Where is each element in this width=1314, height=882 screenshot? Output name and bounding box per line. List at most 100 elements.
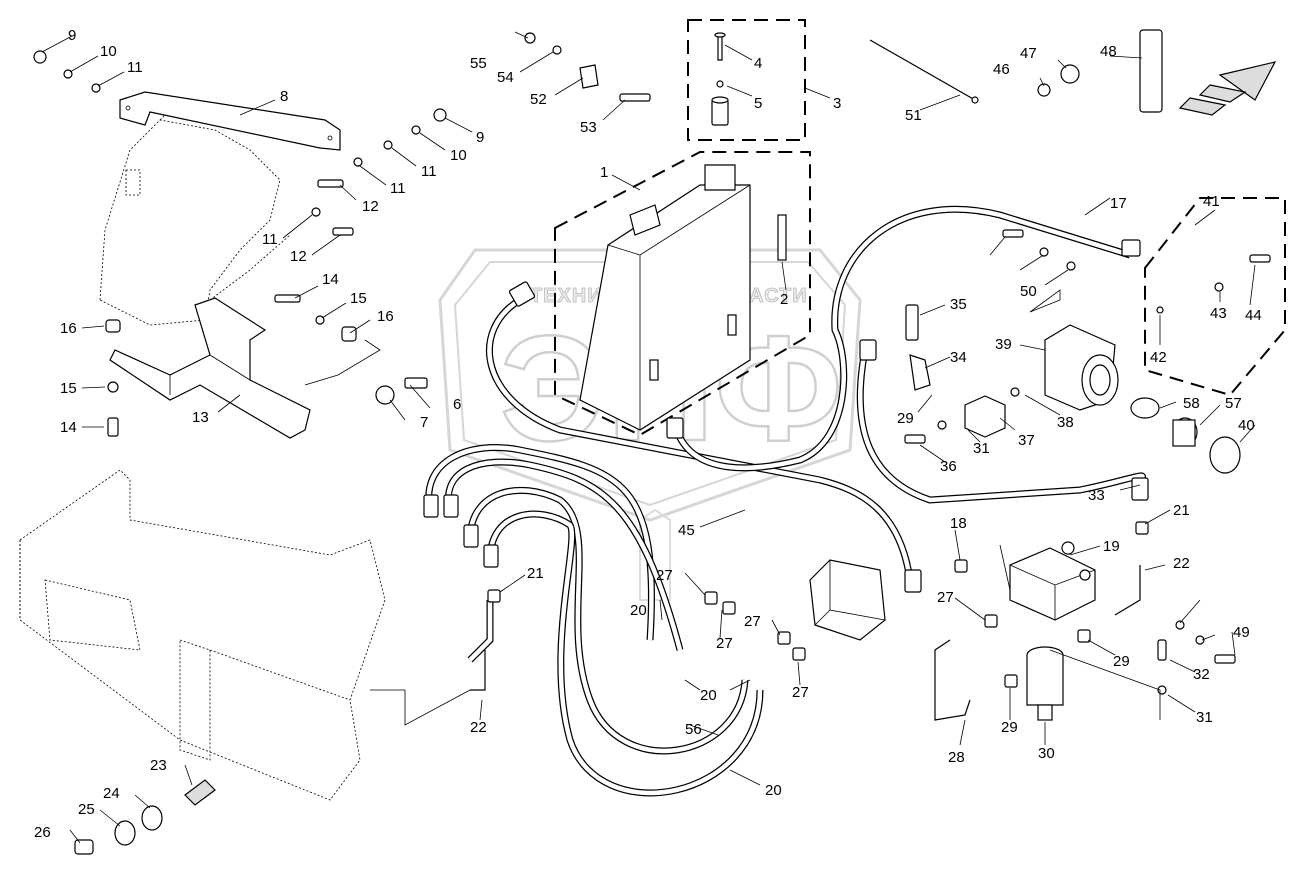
callout-44: 44 [1245, 307, 1262, 324]
callout-52: 52 [530, 91, 547, 108]
callout-48: 48 [1100, 43, 1117, 60]
callout-24: 24 [103, 785, 120, 802]
callout-20: 20 [630, 602, 647, 619]
callout-29b: 29 [1113, 653, 1130, 670]
o-ring-40 [1209, 436, 1241, 474]
control-valve-block [809, 559, 886, 641]
callout-21b: 21 [1173, 502, 1190, 519]
pump-39 [1044, 324, 1119, 411]
bracket-8 [119, 91, 341, 151]
callout-20b: 20 [700, 687, 717, 704]
callout-27c: 27 [744, 613, 761, 630]
callout-15b: 15 [60, 380, 77, 397]
callout-18: 18 [950, 515, 967, 532]
callout-16: 16 [377, 308, 394, 325]
callout-19: 19 [1103, 538, 1120, 555]
callout-15: 15 [350, 290, 367, 307]
callout-6: 6 [453, 396, 461, 413]
callout-7: 7 [420, 414, 428, 431]
callout-54: 54 [497, 69, 514, 86]
callout-57: 57 [1225, 395, 1242, 412]
callout-47: 47 [1020, 45, 1037, 62]
callout-27: 27 [656, 567, 673, 584]
callout-10: 10 [100, 43, 117, 60]
callout-42: 42 [1150, 349, 1167, 366]
bracket-13 [109, 297, 311, 439]
callout-27e: 27 [937, 589, 954, 606]
tractor-body-outline [99, 109, 291, 326]
callout-17: 17 [1110, 195, 1127, 212]
group-3-cap-box [687, 19, 806, 141]
coupler-23-26 [74, 779, 216, 855]
pipe-28 [934, 639, 971, 721]
callout-8: 8 [280, 88, 288, 105]
callout-50: 50 [1020, 283, 1037, 300]
callout-26: 26 [34, 824, 51, 841]
callout-39: 39 [995, 336, 1012, 353]
callout-38: 38 [1057, 414, 1074, 431]
coupler-57 [1172, 417, 1198, 447]
callout-56: 56 [685, 721, 702, 738]
callout-41: 41 [1203, 193, 1220, 210]
filler-cap-3 [711, 32, 729, 126]
callout-22: 22 [470, 719, 487, 736]
callout-34: 34 [950, 349, 967, 366]
block-31 [964, 395, 1006, 438]
callout-32: 32 [1193, 666, 1210, 683]
callout-28: 28 [948, 749, 965, 766]
callout-9: 9 [68, 27, 76, 44]
callout-22b: 22 [1173, 555, 1190, 572]
callout-2: 2 [780, 291, 788, 308]
callout-14b: 14 [60, 419, 77, 436]
callout-11d: 11 [262, 231, 278, 248]
callout-12b: 12 [290, 248, 307, 265]
callout-29c: 29 [1001, 719, 1018, 736]
callout-12: 12 [362, 198, 379, 215]
callout-46: 46 [993, 61, 1010, 78]
callout-43: 43 [1210, 305, 1227, 322]
callout-25: 25 [78, 801, 95, 818]
callout-27d: 27 [792, 684, 809, 701]
callout-16b: 16 [60, 320, 77, 337]
callout-30: 30 [1038, 745, 1055, 762]
chassis-frame [19, 469, 386, 801]
callout-40: 40 [1238, 417, 1255, 434]
callout-31: 31 [973, 440, 990, 457]
callout-labels: 1 2 3 4 5 6 7 8 9 10 11 9 10 11 11 12 11… [34, 27, 1262, 841]
valve-block-19 [1009, 541, 1096, 621]
callout-51: 51 [905, 107, 922, 124]
pipe-22-left [470, 650, 486, 691]
callout-3: 3 [833, 95, 841, 112]
callout-11b: 11 [421, 163, 437, 180]
callout-27b: 27 [716, 635, 733, 652]
callout-13: 13 [192, 409, 209, 426]
callout-36: 36 [940, 458, 957, 475]
callout-4: 4 [754, 55, 762, 72]
callout-5: 5 [754, 95, 762, 112]
hose-bundle [425, 205, 1146, 797]
group-1-tank-box [554, 151, 811, 437]
callout-35: 35 [950, 296, 967, 313]
callout-10b: 10 [450, 147, 467, 164]
callout-45: 45 [678, 522, 695, 539]
callout-33: 33 [1088, 487, 1105, 504]
callout-9b: 9 [476, 129, 484, 146]
fitting-34-35 [905, 304, 931, 391]
callout-11: 11 [127, 59, 143, 76]
hose-fittings [423, 239, 1149, 593]
callout-49: 49 [1233, 624, 1250, 641]
callout-58: 58 [1183, 395, 1200, 412]
callout-20c: 20 [765, 782, 782, 799]
leader-lines [41, 31, 1256, 844]
callout-53: 53 [580, 119, 597, 136]
callout-55: 55 [470, 55, 487, 72]
hardware [33, 29, 1271, 695]
o-ring-58 [1130, 397, 1160, 419]
pipe-22-right [1114, 565, 1141, 616]
callout-14: 14 [322, 271, 339, 288]
callout-23: 23 [150, 757, 167, 774]
callout-31b: 31 [1196, 709, 1213, 726]
callout-37: 37 [1018, 432, 1035, 449]
group-41-box [1144, 197, 1286, 397]
